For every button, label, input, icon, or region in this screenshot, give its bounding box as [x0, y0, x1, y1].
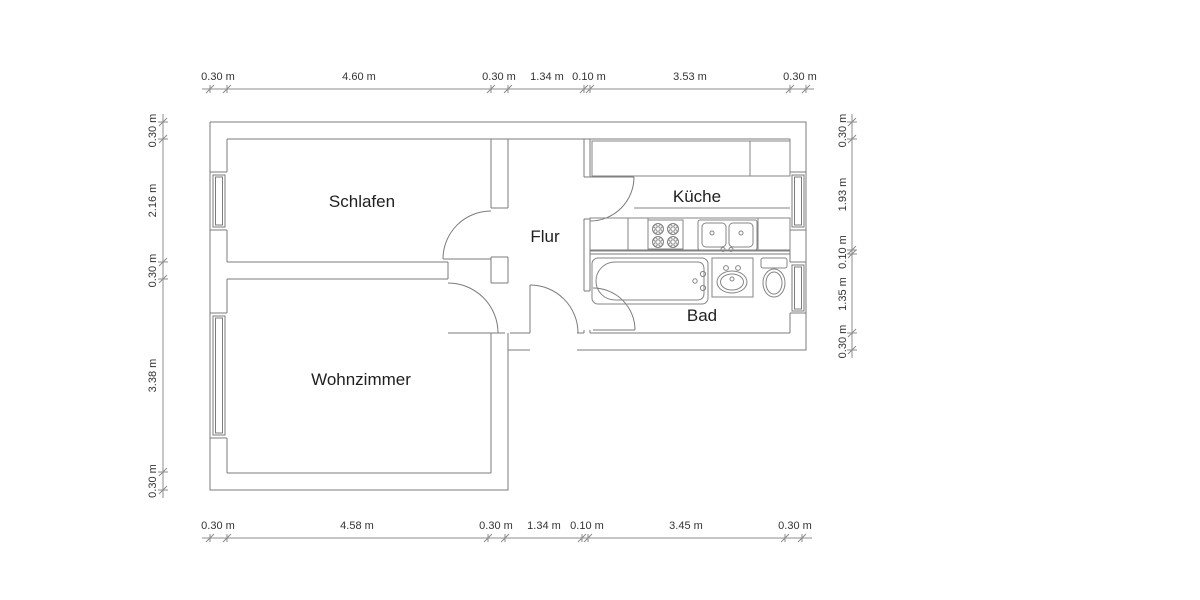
- dim-label: 3.53 m: [673, 71, 707, 83]
- dim-label: 3.45 m: [669, 520, 703, 532]
- kueche-door: [589, 176, 635, 222]
- schlafen-window: [210, 171, 227, 231]
- dimension-ticks: [158, 117, 168, 495]
- dim-label: 0.30 m: [147, 114, 159, 148]
- dim-label: 3.38 m: [147, 359, 159, 393]
- door-swing-arc: [592, 287, 636, 331]
- dimension-chain-top: 0.30 m 4.60 m 0.30 m 1.34 m 0.10 m 3.53 …: [201, 71, 817, 94]
- room-label-flur: Flur: [530, 227, 560, 246]
- entrance-door: [529, 284, 579, 334]
- dim-label: 1.34 m: [527, 520, 561, 532]
- stove: [647, 219, 684, 250]
- toilet: [760, 257, 788, 298]
- dim-label: 0.30 m: [837, 325, 849, 359]
- wohnzimmer-window: [210, 312, 227, 439]
- dim-label: 0.30 m: [778, 520, 812, 532]
- dim-label: 0.30 m: [479, 520, 513, 532]
- dim-label: 1.35 m: [837, 277, 849, 311]
- dim-label: 0.10 m: [572, 71, 606, 83]
- kueche-window: [790, 171, 806, 231]
- dimension-chain-right: 0.30 m 1.93 m 0.10 m 1.35 m 0.30 m: [837, 114, 857, 359]
- drain: [738, 230, 744, 236]
- room-label-wohnzimmer: Wohnzimmer: [311, 370, 411, 389]
- outer-wall-outline: [209, 121, 807, 491]
- drain: [692, 278, 698, 284]
- door-swing-arc: [442, 210, 492, 260]
- schlafen-door: [442, 210, 492, 260]
- burners: [652, 223, 679, 248]
- bathtub: [591, 257, 709, 305]
- kitchen-cabinets: [591, 140, 791, 209]
- dim-label: 0.10 m: [837, 235, 849, 269]
- dim-label: 0.30 m: [783, 71, 817, 83]
- cistern: [760, 257, 788, 269]
- dimension-chain-bottom: 0.30 m 4.58 m 0.30 m 1.34 m 0.10 m 3.45 …: [201, 520, 812, 543]
- faucet: [723, 265, 729, 271]
- faucet: [720, 247, 726, 252]
- dimension-ticks: [847, 117, 857, 355]
- faucet: [728, 247, 734, 252]
- door-swing-arc: [529, 284, 579, 334]
- kitchen-double-sink: [697, 219, 758, 252]
- washbasin: [711, 257, 754, 298]
- drain: [729, 276, 735, 282]
- room-label-kueche: Küche: [673, 187, 721, 206]
- dim-label: 1.93 m: [837, 178, 849, 212]
- faucet: [699, 284, 707, 292]
- drain: [709, 230, 715, 236]
- dimension-chain-left: 0.30 m 2.16 m 0.30 m 3.38 m 0.30 m: [147, 114, 168, 498]
- kitchen-counter: [589, 217, 791, 252]
- door-swing-arc: [589, 176, 635, 222]
- dim-label: 0.30 m: [201, 520, 235, 532]
- wall-schlafen-wohnzimmer: [227, 261, 449, 280]
- dimension-ticks: [205, 533, 807, 543]
- dim-label: 1.34 m: [530, 71, 564, 83]
- step-wall: [490, 333, 509, 473]
- wall-schlafen-flur: [490, 139, 509, 284]
- door-swing-arc: [447, 282, 499, 334]
- dim-label: 0.30 m: [201, 71, 235, 83]
- room-label-bad: Bad: [687, 306, 717, 325]
- interior-walls: [227, 139, 790, 333]
- wall-flur-kueche-bad: [583, 139, 592, 333]
- dim-label: 0.10 m: [570, 520, 604, 532]
- room-labels: Schlafen Flur Küche Bad Wohnzimmer: [311, 187, 721, 389]
- bad-window: [790, 261, 806, 314]
- dim-label: 4.58 m: [340, 520, 374, 532]
- dim-label: 0.30 m: [147, 464, 159, 498]
- dim-label: 0.30 m: [837, 114, 849, 148]
- dim-label: 0.30 m: [147, 254, 159, 288]
- dim-label: 4.60 m: [342, 71, 376, 83]
- bad-door: [592, 287, 636, 331]
- wohnzimmer-door: [447, 282, 505, 334]
- faucet: [735, 265, 741, 271]
- room-label-schlafen: Schlafen: [329, 192, 395, 211]
- dim-label: 2.16 m: [147, 184, 159, 218]
- dimension-ticks: [205, 84, 811, 94]
- dim-label: 0.30 m: [482, 71, 516, 83]
- faucet: [699, 270, 707, 278]
